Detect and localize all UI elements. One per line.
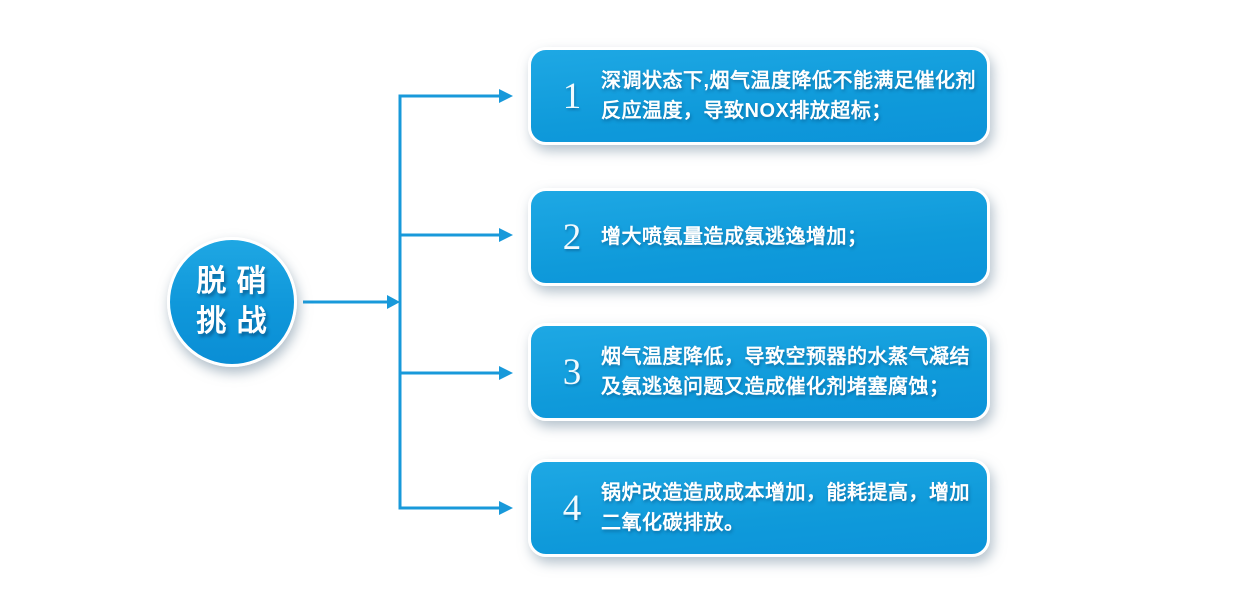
challenge-box-3: 3 烟气温度降低，导致空预器的水蒸气凝结 及氨逃逸问题又造成催化剂堵塞腐蚀； (528, 323, 990, 421)
challenge-box-1: 1 深调状态下,烟气温度降低不能满足催化剂 反应温度，导致NOX排放超标； (528, 47, 990, 145)
challenge-number-3: 3 (562, 351, 582, 393)
branch-arrowhead-4-icon (499, 501, 513, 515)
challenge-box-4: 4 锅炉改造造成成本增加，能耗提高，增加 二氧化碳排放。 (528, 459, 990, 557)
branch-arrowhead-2-icon (499, 228, 513, 242)
challenge-text-2: 增大喷氨量造成氨逃逸增加； (601, 226, 868, 248)
challenge-text-1: 深调状态下,烟气温度降低不能满足催化剂 反应温度，导致NOX排放超标； (601, 70, 977, 122)
branch-arrowhead-3-icon (499, 366, 513, 380)
challenge-text-4: 锅炉改造造成成本增加，能耗提高，增加 二氧化碳排放。 (601, 482, 970, 534)
root-node-circle: 脱 硝 挑 战 (167, 237, 297, 367)
root-node-label: 脱 硝 挑 战 (196, 265, 268, 338)
feed-arrowhead-icon (387, 295, 400, 309)
challenge-number-1: 1 (562, 75, 582, 117)
branch-arrowhead-1-icon (499, 89, 513, 103)
challenge-text-3: 烟气温度降低，导致空预器的水蒸气凝结 及氨逃逸问题又造成催化剂堵塞腐蚀； (601, 346, 970, 398)
challenge-number-4: 4 (562, 487, 582, 529)
challenge-box-2: 2 增大喷氨量造成氨逃逸增加； (528, 188, 990, 286)
challenge-number-2: 2 (562, 216, 582, 258)
